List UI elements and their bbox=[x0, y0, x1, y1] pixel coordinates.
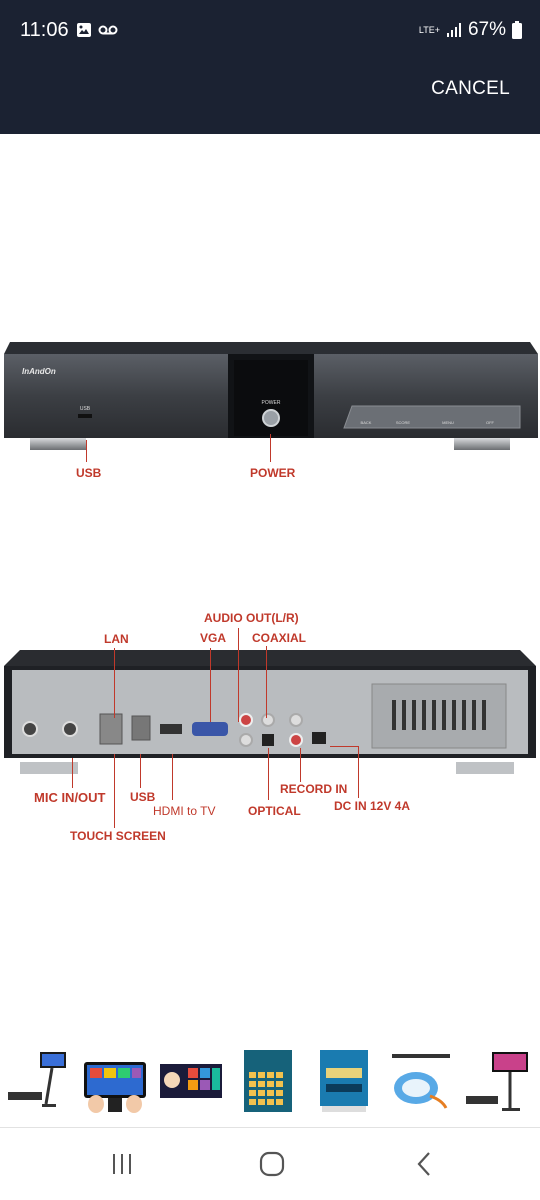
device-front-image: POWER USB InAndOn BACK SCORE MENU OFF bbox=[4, 342, 538, 450]
battery-percent: 67% bbox=[467, 19, 506, 40]
back-icon bbox=[417, 1152, 430, 1176]
thumbnail-strip bbox=[0, 1040, 540, 1122]
audio-out-callout: AUDIO OUT(L/R) bbox=[204, 611, 299, 625]
thumbnail-2[interactable] bbox=[82, 1048, 148, 1114]
recent-apps-button[interactable] bbox=[92, 1146, 152, 1182]
record-in-callout: RECORD IN bbox=[280, 782, 348, 796]
thumbnail-4[interactable] bbox=[240, 1048, 296, 1114]
usb-callout: USB bbox=[76, 466, 102, 480]
svg-text:SCORE: SCORE bbox=[396, 420, 411, 425]
signal-icon bbox=[446, 23, 461, 37]
svg-text:MENU: MENU bbox=[442, 420, 454, 425]
svg-text:OFF: OFF bbox=[486, 420, 495, 425]
power-callout: POWER bbox=[250, 466, 296, 480]
coaxial-callout: COAXIAL bbox=[252, 631, 306, 645]
vga-callout: VGA bbox=[200, 631, 227, 645]
voicemail-icon bbox=[98, 25, 118, 35]
device-rear-image bbox=[4, 650, 536, 774]
optical-callout: OPTICAL bbox=[248, 804, 301, 818]
touch-screen-callout: TOUCH SCREEN bbox=[70, 829, 166, 843]
usb-rear-callout: USB bbox=[130, 790, 156, 804]
battery-icon bbox=[512, 21, 522, 39]
top-bar: 11:06 LTE+ 67% CANCEL bbox=[0, 0, 540, 134]
usb-port-label: USB bbox=[80, 406, 91, 412]
back-button[interactable] bbox=[394, 1146, 454, 1182]
navigation-bar bbox=[0, 1128, 540, 1200]
status-notification-icons bbox=[76, 22, 118, 38]
gallery-icon bbox=[77, 23, 91, 37]
status-time: 11:06 bbox=[20, 19, 69, 41]
dc-in-callout: DC IN 12V 4A bbox=[334, 799, 411, 813]
thumbnail-6[interactable] bbox=[386, 1048, 456, 1114]
lan-callout: LAN bbox=[104, 632, 129, 646]
thumbnail-1[interactable] bbox=[6, 1048, 70, 1114]
divider bbox=[0, 1127, 540, 1128]
image-viewer[interactable]: POWER USB InAndOn BACK SCORE MENU OFF US… bbox=[0, 134, 540, 1034]
brand-logo: InAndOn bbox=[22, 367, 56, 376]
home-button[interactable] bbox=[242, 1146, 302, 1182]
power-label: POWER bbox=[262, 400, 281, 406]
hdmi-callout: HDMI to TV bbox=[153, 804, 216, 818]
network-type: LTE+ bbox=[418, 24, 440, 35]
status-system-icons: LTE+ 67% bbox=[419, 19, 522, 41]
home-icon bbox=[259, 1151, 285, 1177]
thumbnail-3[interactable] bbox=[158, 1048, 224, 1114]
thumbnail-5[interactable] bbox=[316, 1048, 372, 1114]
cancel-button[interactable]: CANCEL bbox=[431, 78, 510, 99]
svg-text:BACK: BACK bbox=[361, 420, 372, 425]
mic-in-out-callout: MIC IN/OUT bbox=[34, 790, 106, 805]
thumbnail-7[interactable] bbox=[464, 1048, 532, 1114]
recent-apps-icon bbox=[113, 1154, 131, 1174]
